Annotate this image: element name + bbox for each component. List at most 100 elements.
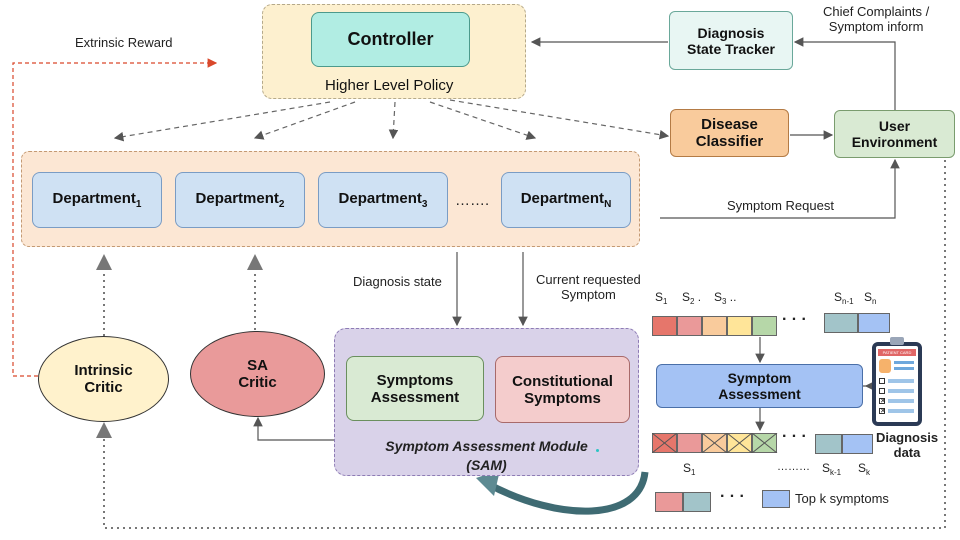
cyan-dot	[596, 449, 599, 452]
sa-critic-ellipse: SA Critic	[190, 331, 325, 417]
department-1-label: Department1	[52, 190, 142, 210]
topk-label: Top k symptoms	[795, 491, 889, 506]
assess-line1: Symptom	[727, 370, 792, 386]
symptoms-line2: Assessment	[370, 388, 460, 406]
symptom-assessment-box: Symptom Assessment	[656, 364, 863, 408]
extrinsic-reward-label: Extrinsic Reward	[75, 35, 173, 50]
department-3-box: Department3	[318, 172, 448, 228]
constitutional-line2: Symptoms	[524, 389, 601, 407]
sa-line2: Critic	[238, 374, 277, 391]
card-avatar	[879, 359, 891, 373]
current-line1: Current requested	[536, 272, 641, 287]
symptoms-line1: Symptoms	[376, 371, 454, 389]
intrinsic-critic-ellipse: Intrinsic Critic	[38, 336, 169, 422]
out-sk1-label: Sk-1	[822, 461, 842, 477]
out-dots: · · ·	[782, 428, 807, 445]
card-clip	[890, 337, 904, 345]
out-cell-k1	[815, 434, 842, 454]
current-requested-label: Current requested Symptom	[536, 272, 641, 302]
sam-title-line2: (SAM)	[466, 457, 507, 473]
sn-label: Sn	[864, 290, 877, 306]
patient-card-icon: PATIENT CARD ✕ ✕	[872, 337, 922, 426]
card-line-2	[894, 367, 914, 370]
seq-cell-n	[858, 313, 890, 333]
feedback-curve-arrow	[486, 471, 649, 515]
out-cross-marks	[652, 433, 778, 453]
seq-cell-n1	[824, 313, 858, 333]
diag-line2: data	[893, 445, 921, 460]
sam-title: Symptom Assessment Module (SAM)	[334, 437, 639, 475]
card-row-3	[888, 399, 914, 403]
diag-line1: Diagnosis	[875, 430, 939, 445]
card-check-3: ✕	[879, 398, 886, 405]
departments-ellipsis: …….	[455, 192, 490, 209]
seq-dots: · · ·	[782, 311, 807, 328]
intrinsic-line2: Critic	[84, 379, 123, 396]
card-row-2	[888, 389, 914, 393]
sa-line1: SA	[247, 357, 268, 374]
card-check-2	[879, 388, 885, 394]
symptoms-assessment-box: Symptoms Assessment	[346, 356, 484, 421]
department-3-label: Department3	[338, 190, 428, 210]
sam-to-sa-critic-arrow	[253, 416, 334, 441]
department-n-box: DepartmentN	[501, 172, 631, 228]
symptom-request-arrow	[660, 158, 900, 219]
card-row-4	[888, 409, 914, 413]
department-2-box: Department2	[175, 172, 305, 228]
disease-classifier-box: Disease Classifier	[670, 109, 789, 157]
assess-line2: Assessment	[718, 386, 801, 402]
symptom-request-label: Symptom Request	[727, 198, 834, 213]
user-line2: Environment	[851, 134, 938, 150]
seq-cell-2	[677, 316, 702, 336]
card-check-1	[879, 378, 885, 384]
sn-1-label: Sn-1	[834, 290, 854, 306]
diagnosis-state-label: Diagnosis state	[353, 274, 442, 289]
chief-line1: Chief Complaints /	[823, 4, 930, 19]
card-line-1	[894, 361, 914, 364]
card-row-1	[888, 379, 914, 383]
user-to-intrinsic-arrow	[96, 160, 946, 529]
out-cell-k	[842, 434, 873, 454]
seq-cell-5	[752, 316, 777, 336]
department-n-label: DepartmentN	[520, 190, 612, 210]
out-ellipsis: ………	[777, 461, 810, 473]
topk-cell-2	[683, 492, 711, 512]
out-s1-label: S1	[683, 461, 696, 477]
classifier-line1: Disease	[701, 116, 758, 133]
diagnosis-data-label: Diagnosis data	[872, 430, 942, 460]
seq-cell-3	[702, 316, 727, 336]
user-line1: User	[878, 118, 911, 134]
seq-cell-4	[727, 316, 752, 336]
out-cell-2	[677, 433, 702, 453]
current-line2: Symptom	[560, 287, 616, 302]
card-header: PATIENT CARD	[878, 349, 916, 356]
topk-legend-swatch	[762, 490, 790, 508]
card-check-4: ✕	[879, 408, 886, 415]
user-to-tracker-arrow	[793, 37, 896, 110]
s3-label: S3 ..	[714, 290, 737, 306]
classifier-line2: Classifier	[695, 133, 764, 150]
controller-label: Controller	[347, 29, 434, 49]
constitutional-line1: Constitutional	[512, 372, 613, 390]
sam-title-line1: Symptom Assessment Module	[385, 438, 588, 454]
s2-label: S2 .	[682, 290, 702, 306]
higher-level-policy-label: Higher Level Policy	[325, 77, 454, 94]
constitutional-symptoms-box: Constitutional Symptoms	[495, 356, 630, 423]
department-1-box: Department1	[32, 172, 162, 228]
diagnosis-state-tracker-box: Diagnosis State Tracker	[669, 11, 793, 70]
tracker-line1: Diagnosis	[697, 24, 765, 41]
department-2-label: Department2	[195, 190, 285, 210]
tracker-line2: State Tracker	[687, 40, 775, 57]
out-sk-label: Sk	[858, 461, 871, 477]
controller-box: Controller	[311, 12, 470, 67]
policy-arrows	[113, 99, 670, 142]
chief-line2: Symptom inform	[828, 19, 924, 34]
intrinsic-line1: Intrinsic	[74, 362, 133, 379]
topk-dots: · · ·	[720, 488, 745, 505]
seq-cell-1	[652, 316, 677, 336]
topk-cell-1	[655, 492, 683, 512]
s1-label: S1	[655, 290, 668, 306]
user-environment-box: User Environment	[834, 110, 955, 158]
chief-complaints-label: Chief Complaints / Symptom inform	[823, 4, 929, 34]
